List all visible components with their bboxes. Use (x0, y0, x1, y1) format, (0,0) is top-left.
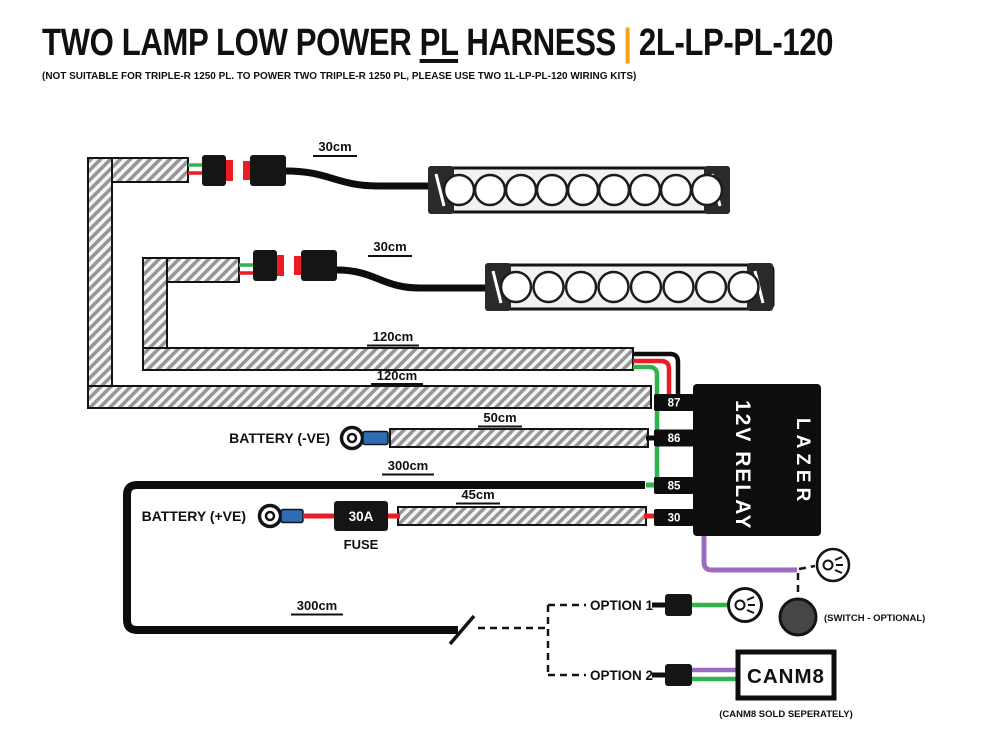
title-part-code: 2L-LP-PL-120 (638, 22, 834, 64)
run1-black-tail (633, 351, 681, 396)
relay-pin-86 (654, 429, 694, 447)
lamp2-connector-seal-2 (294, 256, 301, 275)
negative-crimp-connector (362, 430, 389, 446)
lamp2-cable (336, 266, 491, 292)
dim-neg-50cm: 50cm (483, 410, 516, 425)
lamp2-connector-group (239, 250, 491, 292)
braid-45cm-positive-run (397, 506, 647, 526)
lamp1-connector-seal (226, 160, 233, 181)
option1-label: OPTION 1 (590, 598, 654, 613)
lamp2-lens-array (499, 270, 760, 304)
relay-12v: 12V RELAY LAZER 87 86 85 30 (654, 384, 821, 536)
fuse-holder (334, 501, 388, 531)
option1-headlight-icon (734, 596, 755, 614)
dash-to-light-symbol (798, 564, 816, 571)
dim-lamp2-30cm: 30cm (373, 239, 406, 254)
relay-pin-85 (654, 477, 694, 494)
headlight-icon (822, 556, 843, 574)
wire-cut-slash (448, 614, 476, 646)
relay-pin-87-label: 87 (668, 398, 681, 410)
page-title: TWO LAMP LOW POWER PL HARNESS|2L-LP-PL-1… (42, 22, 834, 65)
title-main: TWO LAMP LOW POWER (42, 22, 420, 64)
option2-group: OPTION 2 CANM8 (CANM8 SOLD SEPERATELY) (590, 649, 853, 720)
option1-connector (665, 594, 692, 616)
dim-run2-120cm: 120cm (377, 368, 417, 383)
relay-name-label: 12V RELAY (731, 400, 754, 530)
dim-lower-300cm: 300cm (297, 598, 337, 613)
braid-120cm-run-1 (142, 347, 634, 371)
dim-pos-45cm: 45cm (461, 487, 494, 502)
dimension-labels: 30cm 30cm 120cm 120cm 50cm 300cm 45cm 30… (291, 139, 522, 616)
relay-pin-85-label: 85 (668, 481, 681, 493)
relay-brand-logo: LAZER (792, 418, 813, 506)
canm8-label: CANM8 (747, 665, 825, 688)
diagram-header: TWO LAMP LOW POWER PL HARNESS|2L-LP-PL-1… (42, 22, 1000, 82)
braid-120cm-run-2 (87, 385, 652, 409)
options-dashed-routing (478, 603, 586, 677)
dim-lamp1-30cm: 30cm (318, 139, 351, 154)
battery-positive-label: BATTERY (+VE) (142, 508, 246, 524)
option1-group: OPTION 1 (590, 587, 763, 623)
dim-trigger-300cm: 300cm (388, 458, 428, 473)
lamp2-connector-seal (277, 255, 284, 276)
dim-run1-120cm: 120cm (373, 329, 413, 344)
title-pl-underlined: PL (419, 22, 459, 64)
relay-body (693, 384, 821, 536)
canm8-note: (CANM8 SOLD SEPERATELY) (719, 709, 853, 720)
led-lamp-bar-1 (428, 166, 730, 214)
option2-label: OPTION 2 (590, 668, 653, 683)
battery-negative-label: BATTERY (-VE) (229, 430, 330, 446)
battery-positive-group: BATTERY (+VE) 30A FUSE (142, 501, 400, 552)
switch-illumination-group: (SWITCH - OPTIONAL) (701, 536, 925, 637)
relay-pin-86-label: 86 (668, 433, 681, 445)
run1-red-tail (633, 358, 672, 396)
led-lamp-bar-2 (485, 263, 775, 311)
fuse-amp-label: 30A (349, 509, 374, 524)
subtitle-note: (NOT SUITABLE FOR TRIPLE-R 1250 PL. TO P… (42, 70, 637, 82)
trigger-wire-path (123, 481, 645, 634)
battery-negative-group: BATTERY (-VE) (229, 425, 389, 451)
switch-optional-note: (SWITCH - OPTIONAL) (824, 613, 925, 624)
lamp1-lens-array (442, 173, 724, 207)
fuse-label: FUSE (344, 537, 379, 552)
lamp2-connector-b (301, 250, 337, 281)
title-separator: | (623, 22, 632, 64)
canm8-box (735, 649, 837, 701)
lamp2-connector-a (253, 250, 277, 281)
option2-connector (665, 664, 692, 686)
relay-pin-30-label: 30 (668, 513, 681, 525)
lamp1-connector-a (202, 155, 226, 186)
positive-crimp-connector (280, 508, 304, 524)
lamp1-connector-group (188, 155, 436, 190)
braid-50cm-negative-run (389, 428, 649, 448)
relay-pin-30 (654, 509, 694, 526)
harness-braided-loom (87, 157, 652, 526)
purple-illumination-wire (701, 536, 797, 573)
relay-pin-87 (654, 394, 694, 411)
title-harness: HARNESS (458, 22, 616, 64)
lamp1-connector-seal-2 (243, 161, 250, 180)
lamp1-connector-b (250, 155, 286, 186)
braid-trunk-vertical (87, 157, 113, 409)
optional-switch-knob (778, 597, 818, 637)
lamp1-cable (285, 167, 436, 190)
run1-green-tail-to-85 (633, 364, 660, 479)
